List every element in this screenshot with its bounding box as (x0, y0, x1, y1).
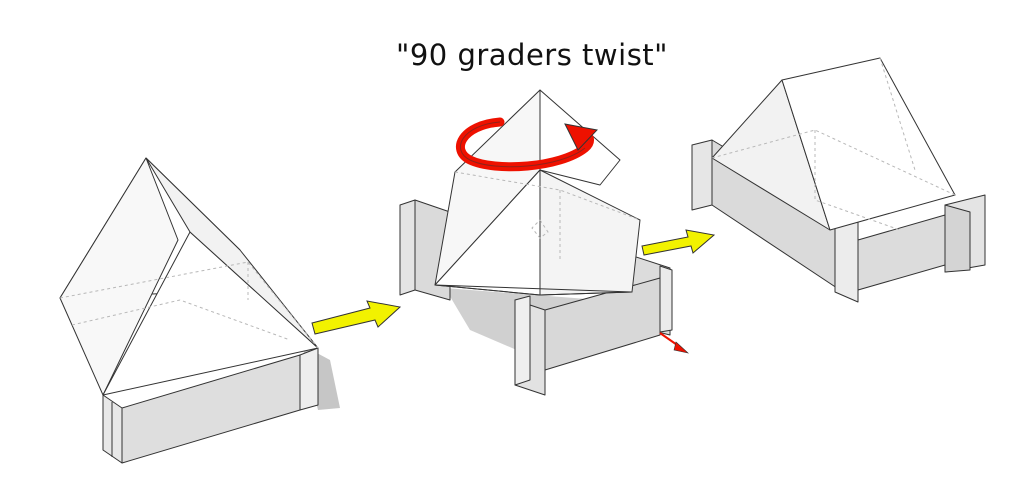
house-right-hidden-lines-3 (879, 57, 916, 171)
house-right-wall-back (691, 139, 713, 211)
house-middle-wall-right-end (659, 265, 673, 333)
house-left-roof-front-left (59, 157, 179, 396)
diagram-title: "90 graders twist" (395, 38, 669, 72)
house-left (59, 157, 340, 464)
house-middle-roof-front-right (539, 169, 641, 296)
house-middle-wall-front-end (514, 295, 531, 386)
house-right-roof-main (781, 57, 956, 231)
house-middle-wall-back (399, 199, 416, 296)
small-red-arrow-icon (659, 332, 690, 354)
house-middle-hidden-lines-2 (531, 219, 549, 239)
right-arrow-icon (311, 300, 402, 335)
house-left-hidden-lines (59, 261, 319, 349)
house-middle-roof-eave (434, 284, 633, 296)
house-middle (399, 89, 673, 396)
house-middle-hidden-lines (454, 171, 641, 221)
right-arrow-icon-2 (641, 229, 716, 256)
house-left-wall-end (299, 347, 319, 411)
house-right (691, 57, 986, 303)
house-right-wall-end-face (944, 204, 971, 273)
rotate-arrow-icon (456, 117, 598, 172)
house-left-hidden-lines-2 (71, 299, 291, 341)
house-right-wall-front (857, 214, 946, 291)
